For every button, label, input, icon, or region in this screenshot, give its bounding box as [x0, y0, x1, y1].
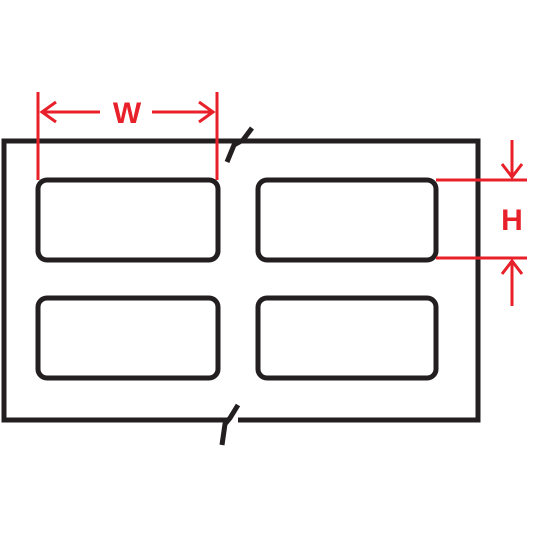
label-bottom-left	[35, 295, 221, 381]
top-break-mark	[224, 126, 254, 163]
height-arrow-top-head	[500, 163, 524, 180]
bottom-break-mark	[219, 403, 241, 446]
label-top-left	[35, 177, 221, 263]
width-arrow-left-head	[39, 100, 57, 124]
width-dimension: W	[36, 92, 219, 180]
width-label: W	[113, 97, 142, 130]
height-label: H	[501, 204, 523, 237]
label-top-right	[255, 177, 439, 263]
label-bottom-right	[255, 295, 439, 381]
liner-outline	[1, 138, 481, 423]
height-arrow-bottom-head	[500, 258, 524, 275]
height-dimension: H	[436, 140, 527, 306]
width-arrow-right-head	[198, 100, 216, 124]
